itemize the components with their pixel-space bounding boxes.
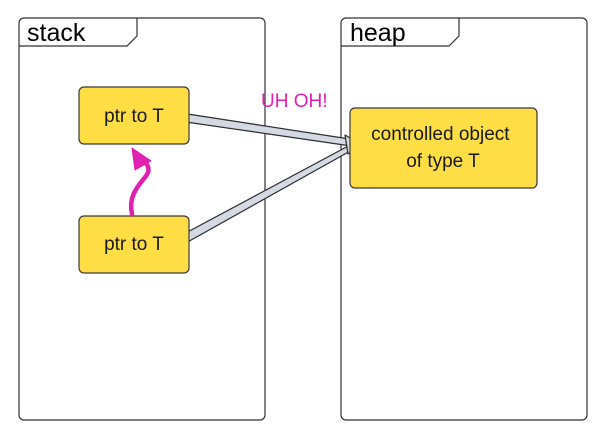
stack-panel-title: stack [27, 19, 86, 47]
ptr-box-bottom: ptr to T [78, 215, 190, 274]
curved-arrow-head-icon [131, 147, 152, 171]
heap-panel-title: heap [350, 19, 406, 47]
heap-panel: heap [340, 17, 588, 421]
ptr-box-top: ptr to T [78, 86, 190, 145]
heap-panel-frame [340, 17, 588, 421]
controlled-object-label-line2: of type T [406, 151, 480, 172]
pointer-arrows [178, 112, 363, 245]
uh-oh-annotation: UH OH! [261, 91, 328, 112]
controlled-object-label: controlled object of type T [371, 124, 515, 172]
heap-panel-tab [341, 18, 460, 47]
ptr-box-top-label: ptr to T [104, 106, 164, 127]
ptr-box-bottom-shape [78, 215, 190, 274]
stack-panel-tab [19, 18, 138, 47]
ptr-box-top-shape [78, 86, 190, 145]
ptr-box-bottom-label: ptr to T [104, 234, 164, 255]
copy-arrow [128, 147, 152, 217]
controlled-object-box: controlled object of type T [349, 107, 538, 189]
controlled-object-label-line1: controlled object [371, 124, 510, 145]
controlled-object-shape [349, 107, 538, 189]
